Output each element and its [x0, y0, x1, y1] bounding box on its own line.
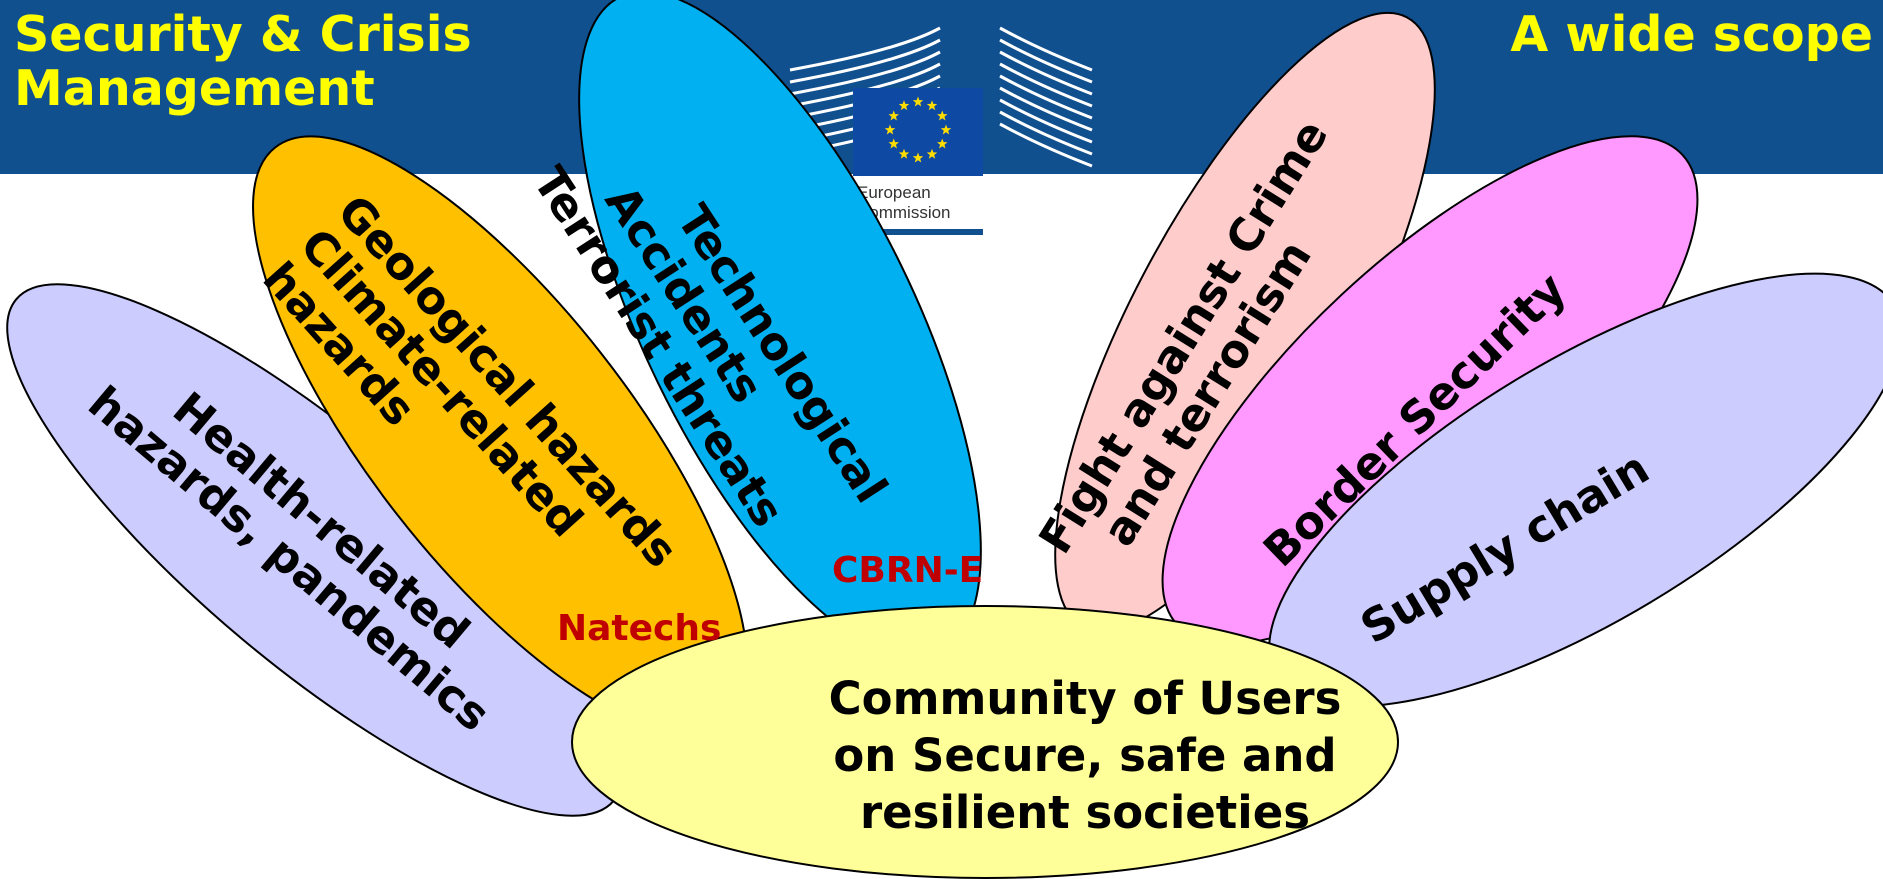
european-commission-logo: European Commission	[789, 26, 1093, 238]
eu-star	[888, 138, 899, 149]
eu-star	[888, 110, 899, 121]
eu-star	[926, 100, 938, 111]
page-title: Security & Crisis Management	[14, 6, 472, 117]
eu-star	[926, 148, 938, 159]
eu-star	[912, 152, 924, 163]
eu-star	[940, 124, 952, 135]
center-text: Community of Users on Secure, safe and r…	[828, 672, 1342, 839]
center-ellipse	[571, 605, 1399, 879]
eu-star	[884, 124, 896, 135]
logo-line-1: European	[857, 183, 931, 202]
eu-star	[912, 96, 924, 107]
eu-star	[898, 100, 910, 111]
eu-stars-icon	[884, 96, 952, 163]
eu-star	[937, 138, 948, 149]
logo-line-2: Commission	[857, 203, 951, 222]
natechs-note: Natechs	[557, 608, 722, 649]
cbrne-note: CBRN-E	[832, 550, 984, 591]
eu-star	[937, 110, 948, 121]
eu-star	[898, 148, 910, 159]
scope-title: A wide scope	[1510, 6, 1873, 63]
